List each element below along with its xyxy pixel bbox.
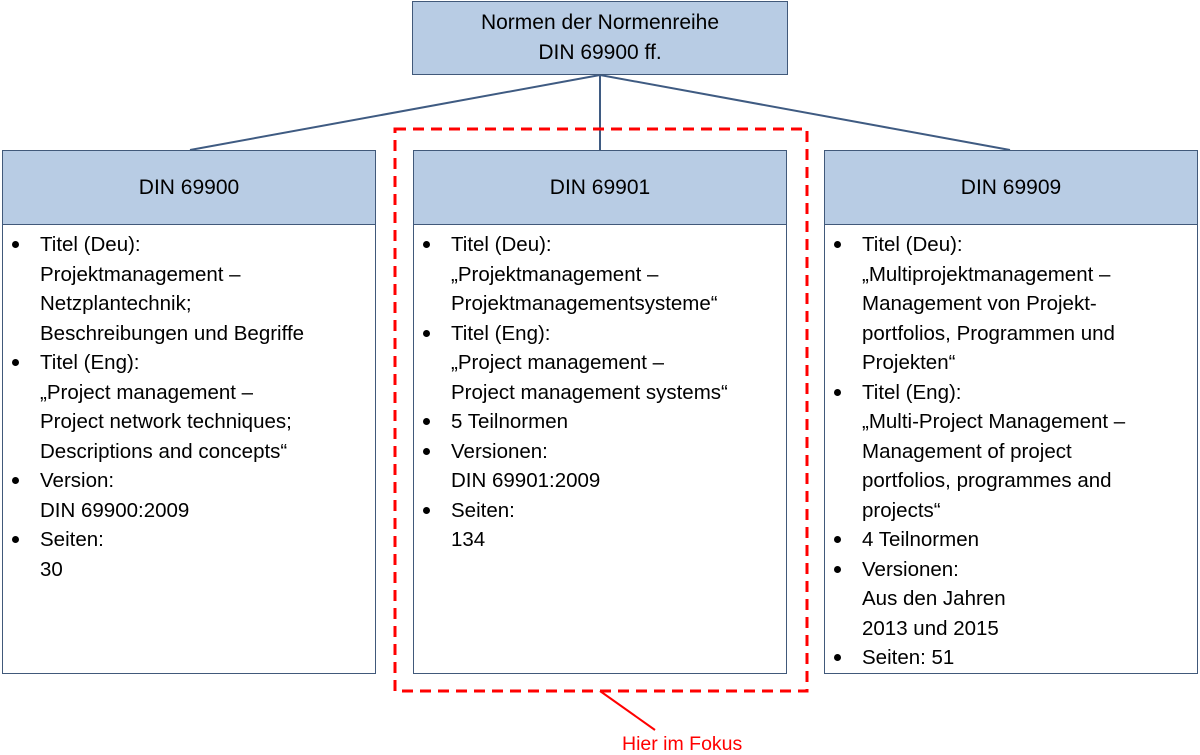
bullet-icon <box>834 565 841 573</box>
bullet-title-deu: Titel (Deu): Projektmanagement – Netzpla… <box>3 230 375 348</box>
din-69900-title: DIN 69900 <box>138 176 240 199</box>
connector-line-right <box>599 74 1011 151</box>
bullet-line: Netzplantechnik; <box>40 292 192 315</box>
din-69901-details: Titel (Deu): „Projektmanagement – Projek… <box>413 224 787 674</box>
focus-pointer-line <box>599 690 656 731</box>
bullet-pages: Seiten: 51 <box>825 643 1197 673</box>
bullet-line: portfolios, Programmen und <box>862 321 1115 345</box>
root-title-line-2: DIN 69900 ff. <box>538 41 662 64</box>
din-69900-bullet-list: Titel (Deu): Projektmanagement – Netzpla… <box>3 225 375 584</box>
bullet-icon <box>12 477 19 484</box>
din-69909-header: DIN 69909 <box>824 150 1198 226</box>
bullet-line: Projekten“ <box>862 351 956 374</box>
bullet-line: „Project management – <box>40 380 254 404</box>
bullet-icon <box>12 241 19 248</box>
bullet-line: Seiten: 51 <box>862 646 955 669</box>
focus-label: Hier im Fokus <box>622 733 743 755</box>
bullet-line: Projektmanagementsysteme“ <box>451 292 718 315</box>
bullet-line: Seiten: <box>40 528 104 551</box>
connector-line-left <box>189 74 601 151</box>
bullet-pages: Seiten: 30 <box>3 525 375 584</box>
bullet-line: „Project management – <box>451 351 665 374</box>
bullet-line: 30 <box>40 557 63 581</box>
bullet-title-deu: Titel (Deu): „Multiprojektmanagement – M… <box>825 230 1197 378</box>
bullet-line: Beschreibungen und Begriffe <box>40 321 305 345</box>
bullet-line: Versionen: <box>451 439 548 463</box>
bullet-line: 2013 und 2015 <box>862 616 999 640</box>
bullet-line: Titel (Deu): <box>862 233 963 256</box>
bullet-icon <box>834 388 841 396</box>
bullet-line: „Multi-Project Management – <box>862 410 1126 433</box>
bullet-versions: Versionen: DIN 69901:2009 <box>414 437 786 496</box>
bullet-line: „Projektmanagement – <box>451 262 659 286</box>
root-title-line-1: Normen der Normenreihe <box>480 11 720 34</box>
bullet-line: Titel (Eng): <box>451 321 551 345</box>
bullet-version: Version: DIN 69900:2009 <box>3 466 375 525</box>
din-69901-header: DIN 69901 <box>413 150 787 226</box>
bullet-line: Aus den Jahren <box>862 587 1006 610</box>
bullet-title-eng: Titel (Eng): „Project management – Proje… <box>414 319 786 408</box>
bullet-icon <box>423 241 430 248</box>
bullet-line: Version: <box>40 469 115 492</box>
bullet-line: Titel (Deu): <box>40 233 141 256</box>
bullet-icon <box>423 418 430 425</box>
bullet-icon <box>423 506 430 514</box>
bullet-icon <box>834 536 841 543</box>
bullet-line: Titel (Eng): <box>40 351 140 374</box>
bullet-icon <box>834 654 841 661</box>
bullet-line: Seiten: <box>451 498 515 522</box>
bullet-title-eng: Titel (Eng): „Multi-Project Management –… <box>825 378 1197 526</box>
din-69901-title: DIN 69901 <box>549 176 651 199</box>
bullet-title-eng: Titel (Eng): „Project management – Proje… <box>3 348 375 466</box>
bullet-line: Projektmanagement – <box>40 262 241 286</box>
bullet-sub-norms: 5 Teilnormen <box>414 407 786 437</box>
bullet-line: DIN 69900:2009 <box>40 498 190 522</box>
bullet-line: Titel (Deu): <box>451 233 552 256</box>
bullet-line: Project management systems“ <box>451 380 728 404</box>
bullet-icon <box>834 241 841 248</box>
bullet-sub-norms: 4 Teilnormen <box>825 525 1197 555</box>
bullet-line: 4 Teilnormen <box>862 528 979 551</box>
bullet-versions: Versionen: Aus den Jahren 2013 und 2015 <box>825 555 1197 644</box>
bullet-line: „Multiprojektmanagement – <box>862 262 1111 286</box>
bullet-line: Management of project <box>862 439 1072 463</box>
din-69909-title: DIN 69909 <box>960 176 1062 199</box>
bullet-line: Titel (Eng): <box>862 380 962 404</box>
bullet-title-deu: Titel (Deu): „Projektmanagement – Projek… <box>414 230 786 319</box>
din-69909-details: Titel (Deu): „Multiprojektmanagement – M… <box>824 224 1198 674</box>
bullet-line: 5 Teilnormen <box>451 410 568 433</box>
din-69901-bullet-list: Titel (Deu): „Projektmanagement – Projek… <box>414 225 786 555</box>
bullet-line: portfolios, programmes and <box>862 469 1112 492</box>
root-norm-series-box: Normen der Normenreihe DIN 69900 ff. <box>412 1 788 75</box>
bullet-line: 134 <box>451 528 486 551</box>
bullet-icon <box>12 359 19 366</box>
bullet-line: Versionen: <box>862 557 959 581</box>
bullet-line: Management von Projekt- <box>862 292 1097 315</box>
bullet-line: Project network techniques; <box>40 410 292 433</box>
din-69900-header: DIN 69900 <box>2 150 376 226</box>
bullet-icon <box>423 329 430 337</box>
din-69909-bullet-list: Titel (Deu): „Multiprojektmanagement – M… <box>825 225 1197 673</box>
din-69900-details: Titel (Deu): Projektmanagement – Netzpla… <box>2 224 376 674</box>
bullet-pages: Seiten: 134 <box>414 496 786 555</box>
bullet-icon <box>423 447 430 455</box>
bullet-icon <box>12 536 19 543</box>
bullet-line: Descriptions and concepts“ <box>40 439 288 463</box>
bullet-line: DIN 69901:2009 <box>451 469 601 492</box>
bullet-line: projects“ <box>862 498 941 522</box>
